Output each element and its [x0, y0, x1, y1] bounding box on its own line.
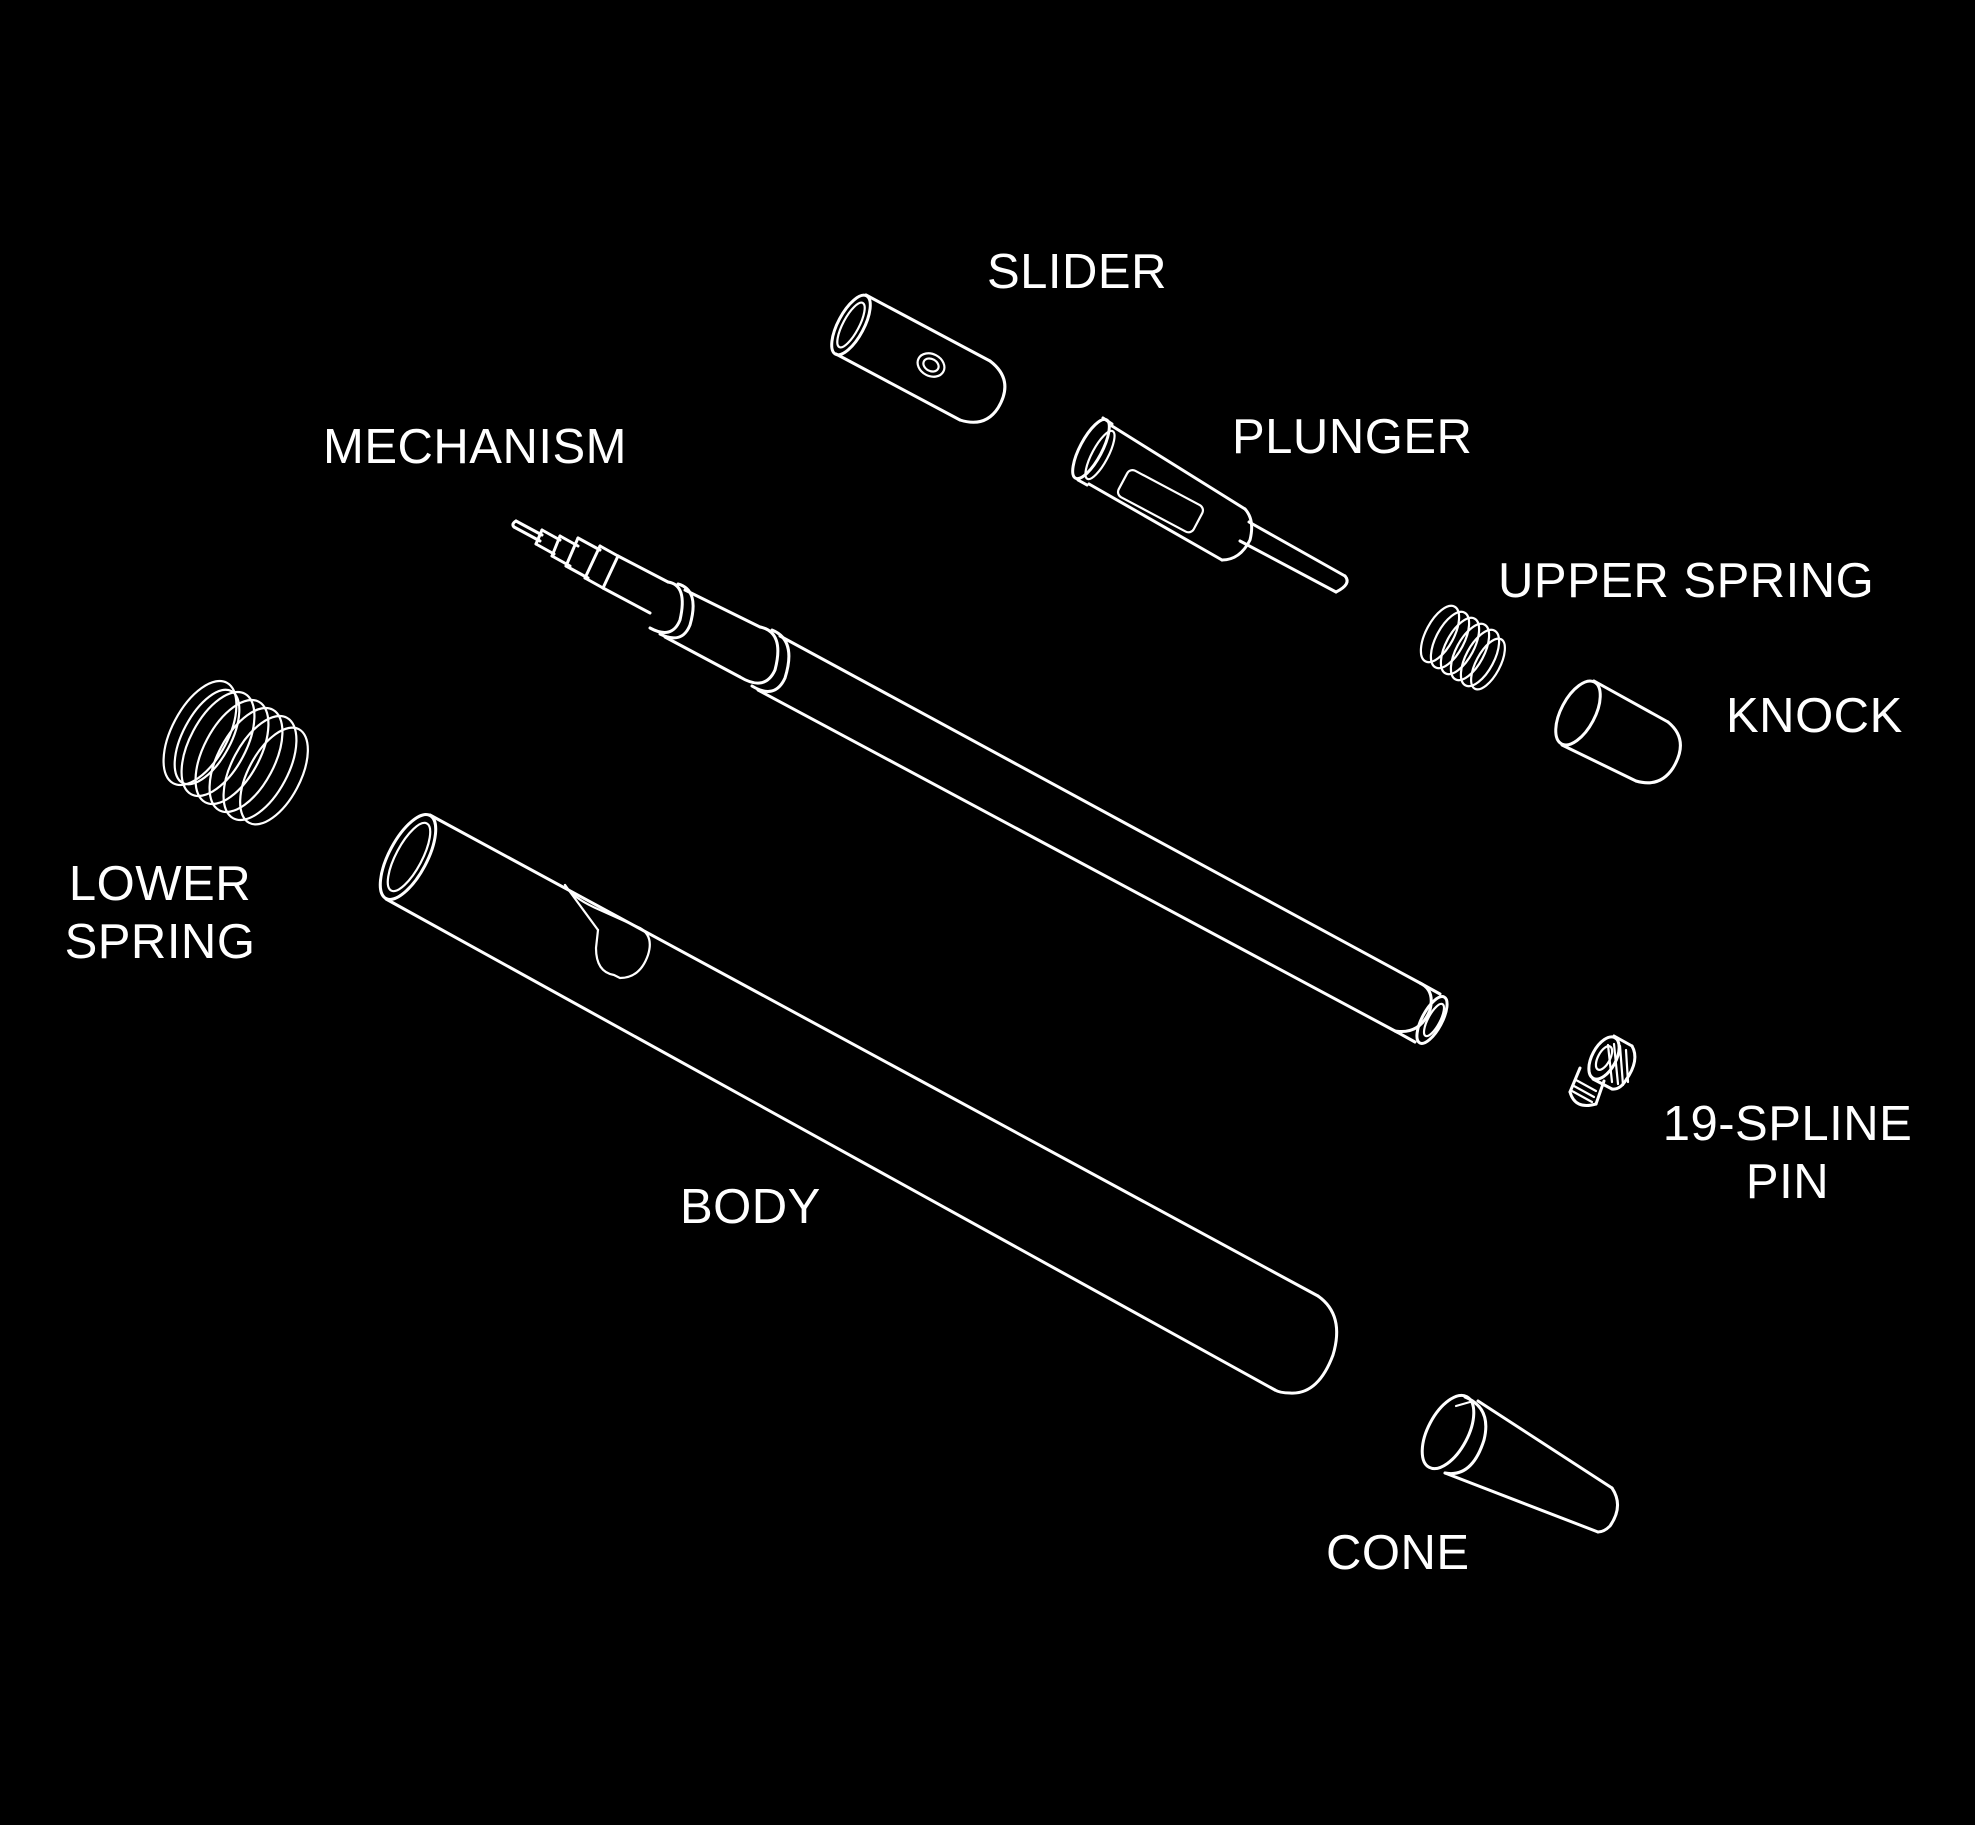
- spline-pin-label: 19-SPLINE PIN: [1655, 1095, 1920, 1211]
- lower-spring-label-line1: LOWER: [68, 857, 252, 911]
- body-part: [378, 813, 1339, 1395]
- upper-spring-part: [1419, 604, 1506, 691]
- spline-pin-part: [1568, 1034, 1637, 1107]
- spline-pin-label-line2: PIN: [1745, 1155, 1830, 1209]
- lower-spring-label: LOWER SPRING: [50, 855, 270, 971]
- plunger-part: [1071, 416, 1349, 594]
- mechanism-part: [511, 519, 1449, 1045]
- body-label: BODY: [680, 1180, 821, 1234]
- slider-part: [830, 293, 1007, 424]
- cone-label: CONE: [1326, 1526, 1470, 1580]
- knock-label: KNOCK: [1726, 689, 1903, 743]
- plunger-label: PLUNGER: [1232, 410, 1473, 464]
- cone-part: [1420, 1393, 1619, 1534]
- spline-pin-label-line1: 19-SPLINE: [1662, 1097, 1913, 1151]
- lower-spring-part: [162, 679, 309, 826]
- upper-spring-label: UPPER SPRING: [1498, 554, 1875, 608]
- mechanism-label: MECHANISM: [323, 420, 627, 474]
- lower-spring-label-line2: SPRING: [64, 915, 256, 969]
- slider-label: SLIDER: [987, 245, 1168, 299]
- knock-part: [1554, 679, 1682, 785]
